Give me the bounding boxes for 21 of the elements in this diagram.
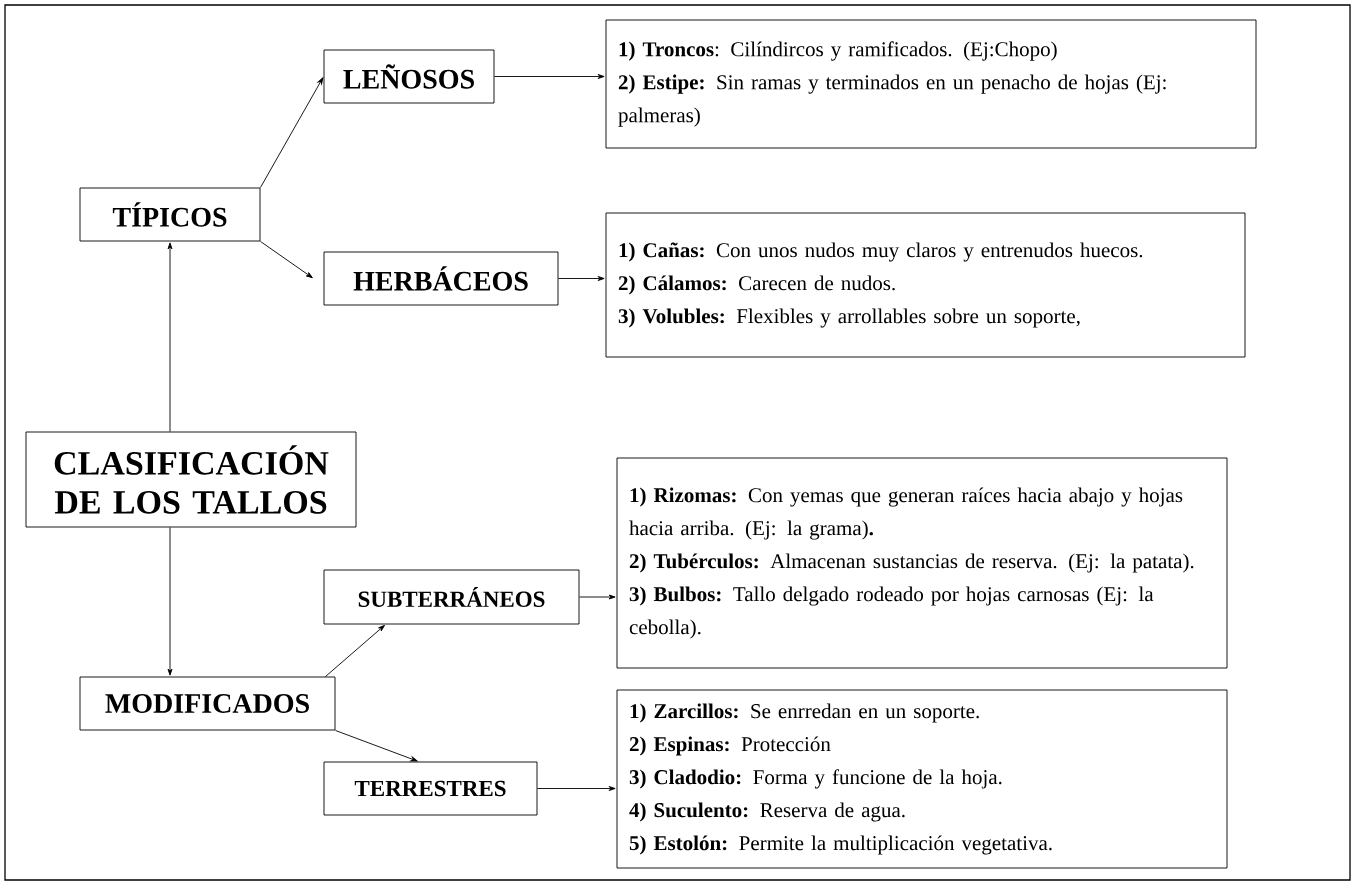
arrow [167, 242, 173, 432]
title-box: CLASIFICACIÓN DE LOS TALLOS [25, 431, 357, 528]
arrow [558, 276, 605, 281]
category-box: HERBÁCEOS [323, 251, 559, 306]
arrow [494, 74, 605, 79]
arrow [167, 527, 173, 676]
description-box: 1) Zarcillos: Se enrredan en un soporte. 2) Espinas: Protección 3) Cladodio: Forma y funcione de la hoja. 4) Suculento: Reserva de agua. 5) Estolón: Permite la multiplicación vegetativa. [616, 689, 1228, 869]
arrow [579, 594, 616, 600]
category-box: TÍPICOS [79, 187, 261, 242]
category-box: SUBTERRÁNEOS [323, 569, 580, 625]
description-box: 1) Cañas: Con unos nudos muy claros y entrenudos huecos. 2) Cálamos: Carecen de nudos. 3) Volubles: Flexibles y arrollables sobre un soporte, [605, 212, 1246, 358]
description-box: 1) Troncos: Cilíndircos y ramificados. (Ej:Chopo) 2) Estipe: Sin ramas y terminados en un penacho de hojas (Ej: palmeras) [605, 19, 1257, 149]
arrow [325, 624, 385, 677]
category-box: MODIFICADOS [79, 676, 336, 731]
description-box: 1) Rizomas: Con yemas que generan raíces hacia abajo y hojas hacia arriba. (Ej: la grama). 2) Tubérculos: Almacenan sustancias de reserva. (Ej: la patata). 3) Bulbos: Tallo delgado rodeado por hojas carnosas (Ej: la cebolla). [616, 457, 1228, 669]
arrow [260, 77, 324, 188]
category-box: LEÑOSOS [323, 49, 495, 104]
arrow [335, 730, 418, 762]
arrow [537, 786, 616, 791]
arrow [260, 241, 313, 279]
category-box: TERRESTRES [323, 761, 538, 816]
